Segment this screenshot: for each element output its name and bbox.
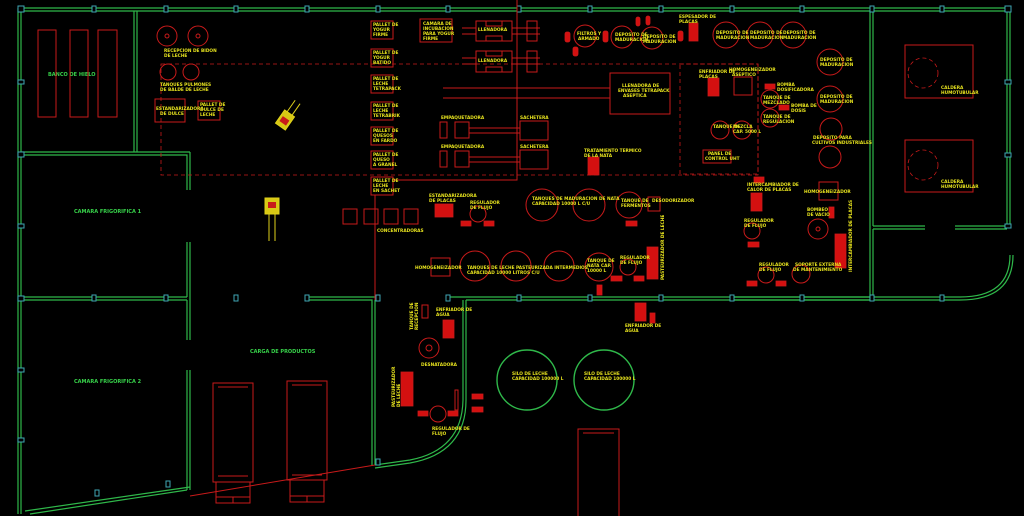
loading-dock-line	[189, 464, 376, 497]
room-label-loading: CARGA DE PRODUCTOS	[250, 349, 316, 355]
right-process-equipment	[743, 181, 847, 287]
room-label-ice-bank: BANCO DE HIELO	[48, 72, 96, 78]
label-packer-2: EMPAQUETADORA	[441, 144, 485, 150]
ice-bank-tanks	[37, 29, 118, 118]
truck-icon	[212, 382, 254, 504]
label-concentrators: CONCENTRADORAS	[377, 228, 424, 234]
label-skimmer: DESNATADORA	[421, 362, 458, 368]
pallet-racks	[370, 0, 518, 300]
label-exchanger-vertical: INTERCAMBIADOR DE PLACAS	[848, 200, 854, 272]
boilers	[904, 44, 974, 193]
reception-area-equipment	[400, 302, 656, 423]
label-pasteurizer-2: PASTEURIZADORDE LECHE	[391, 366, 402, 407]
milk-silos	[496, 349, 635, 411]
forklift-icon	[274, 99, 301, 131]
label-homogenizer-right: HOMOGENEIZADOR	[804, 189, 851, 195]
center-process-equipment	[342, 188, 661, 296]
label-filler-2: LLENADORA	[478, 58, 508, 64]
label-sachet-1: SACHETERA	[520, 115, 549, 121]
truck-icon	[577, 428, 620, 516]
label-packer-1: EMPAQUETADORA	[441, 115, 485, 121]
forklift-icon	[264, 197, 280, 241]
maturation-tanks	[564, 15, 844, 212]
truck-icon	[286, 380, 328, 503]
structural-columns	[17, 5, 1012, 497]
room-label-cold-room-2: CAMARA FRIGORIFICA 2	[74, 379, 142, 385]
label-homogenizer-center: HOMOGENEIZADOR	[415, 265, 462, 271]
label-filler-1: LLENADORA	[478, 27, 508, 33]
filling-packaging-line	[419, 18, 671, 176]
label-reception-tank: TANQUE DERECEPCION	[409, 302, 420, 330]
process-zone-boundaries	[160, 63, 759, 176]
room-label-cold-room-1: CAMARA FRIGORIFICA 1	[74, 209, 142, 215]
label-pasteurized-tanks: TANQUES DE LECHE PASTEURIZADA INTERMEDIO…	[467, 265, 588, 276]
label-pasteurizer-vertical: PASTEURIZADOR DE LECHE	[660, 215, 666, 280]
milk-reception-tanks	[154, 25, 221, 123]
label-sachet-2: SACHETERA	[520, 144, 549, 150]
label-deodorizer: DESODORIZADOR	[652, 198, 695, 204]
